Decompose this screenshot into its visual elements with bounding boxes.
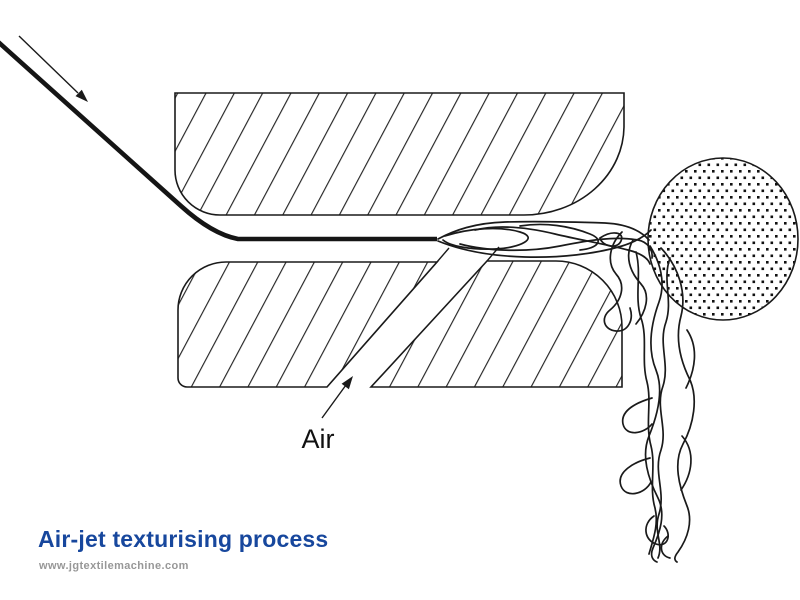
yarn-plug-roller	[647, 157, 799, 321]
textured-yarn-loops	[437, 220, 696, 563]
air-direction-arrow	[321, 376, 353, 419]
nozzle-lower-block-right	[369, 260, 623, 388]
nozzle-lower-block-left	[177, 261, 439, 388]
page-title: Air-jet texturising process	[38, 526, 329, 552]
feed-direction-arrow	[18, 35, 88, 102]
feed-yarn	[0, 40, 437, 242]
nozzle-upper-block	[174, 92, 625, 216]
air-label: Air	[302, 424, 335, 454]
watermark-url: www.jgtextilemachine.com	[39, 560, 189, 572]
